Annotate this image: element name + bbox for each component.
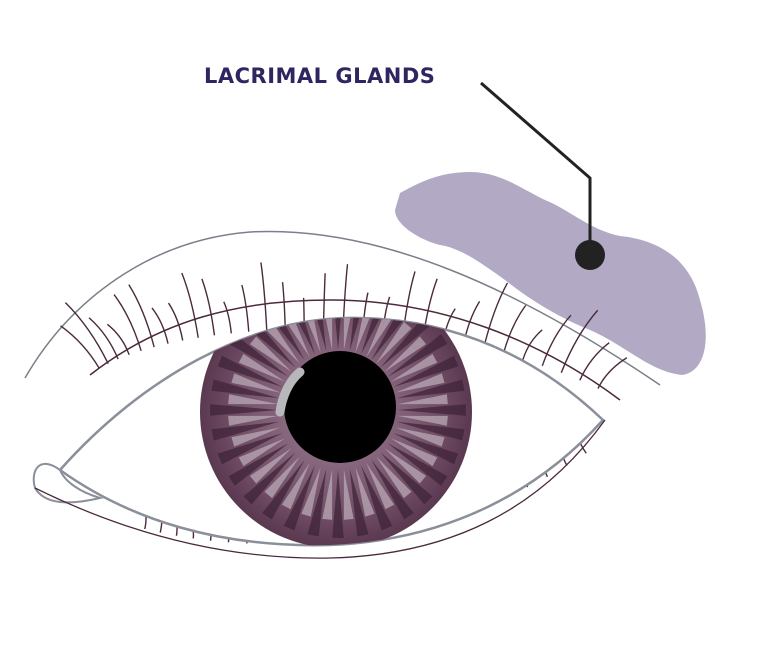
iris-fiber: [360, 465, 393, 531]
iris-fibers: [210, 317, 466, 538]
upper-eyelash: [106, 323, 130, 356]
upper-eyelash: [241, 284, 250, 332]
iris-fiber: [355, 467, 375, 517]
lacrimal-glands-label: LACRIMAL GLANDS: [204, 64, 436, 88]
inner-corner: [32, 462, 104, 504]
pupil-highlight: [275, 367, 305, 417]
iris-fiber: [231, 427, 281, 447]
iris-fiber: [343, 469, 354, 520]
iris-fiber: [390, 438, 438, 467]
iris-fiber: [249, 336, 292, 372]
iris-fiber: [387, 443, 448, 486]
iris-fiber: [211, 379, 280, 399]
iris-fiber: [249, 448, 292, 484]
upper-eyelash: [181, 272, 199, 338]
upper-eyelash: [88, 317, 119, 360]
iris-fiber: [262, 317, 305, 361]
iris-fiber: [264, 456, 300, 499]
iris-fiber: [322, 469, 333, 520]
iris-fiber: [238, 353, 286, 382]
iris-fiber: [376, 456, 412, 499]
iris-fiber: [283, 465, 316, 531]
pupil: [284, 351, 396, 463]
iris-fiber: [228, 334, 289, 377]
iris-fiber: [395, 427, 445, 447]
iris-fiber: [371, 317, 414, 361]
iris-fiber: [217, 355, 283, 388]
iris-fiber: [396, 421, 465, 441]
iris-fiber: [217, 432, 283, 465]
iris-fiber: [371, 459, 414, 520]
iris-fiber: [243, 452, 296, 505]
iris-fiber: [301, 467, 321, 517]
iris-fiber: [395, 373, 445, 393]
iris-fiber: [397, 394, 448, 405]
iris-fiber: [355, 317, 375, 353]
iris-fiber: [390, 353, 438, 382]
iris-fiber: [322, 317, 333, 351]
upper-eyelash: [113, 294, 142, 351]
iris-fiber: [332, 470, 344, 538]
iris-fiber: [398, 404, 466, 416]
upper-eyelash: [502, 304, 527, 355]
iris-fiber: [360, 317, 393, 355]
iris-fiber: [393, 432, 459, 465]
iris-fiber: [384, 448, 427, 484]
upper-lid-edge: [89, 299, 621, 401]
lacrimal-gland: [395, 172, 706, 375]
iris-fiber: [396, 379, 465, 399]
iris-fiber: [228, 443, 289, 486]
upper-eyelash: [541, 314, 572, 367]
leader-line: [480, 81, 592, 255]
iris-fiber: [393, 355, 459, 388]
upper-lid-crease: [24, 230, 661, 386]
iris-fiber: [211, 421, 280, 441]
iris-fiber: [349, 468, 369, 537]
upper-eyelash: [281, 282, 286, 330]
iris-fiber: [307, 317, 327, 352]
upper-eyelash: [64, 302, 109, 365]
upper-eyelash: [522, 329, 543, 360]
leader-dot: [575, 240, 605, 270]
iris-fiber: [281, 462, 310, 510]
iris-fiber: [366, 317, 395, 358]
upper-eyelash: [560, 309, 599, 373]
iris-fiber: [380, 452, 433, 505]
upper-eyelash: [260, 262, 268, 331]
lower-lid-edge: [34, 419, 606, 559]
iris-fiber: [397, 415, 448, 426]
iris-fiber: [387, 334, 448, 377]
upper-eyelash: [60, 325, 100, 369]
iris-fiber: [349, 317, 369, 352]
iris-fiber: [380, 317, 433, 368]
iris-fiber: [264, 321, 300, 364]
upper-eyelashes: [60, 262, 628, 389]
iris-fiber: [228, 394, 279, 405]
iris-fiber: [307, 468, 327, 537]
upper-eyelash: [597, 357, 628, 389]
iris-fiber: [228, 415, 279, 426]
upper-eyelash: [201, 278, 216, 336]
iris-fiber: [231, 373, 281, 393]
upper-eyelash: [151, 307, 169, 344]
iris-fiber: [343, 317, 354, 351]
upper-eyelash: [579, 342, 610, 381]
iris-fiber: [384, 336, 427, 372]
upper-eyelash: [167, 302, 184, 341]
iris-fiber: [366, 462, 395, 510]
iris-fiber: [262, 459, 305, 520]
iris-fiber: [210, 404, 278, 416]
iris-fiber: [301, 317, 321, 353]
upper-eyelash: [128, 284, 155, 348]
upper-eyelash: [223, 301, 232, 334]
iris-fiber: [376, 321, 412, 364]
iris-fiber: [238, 438, 286, 467]
